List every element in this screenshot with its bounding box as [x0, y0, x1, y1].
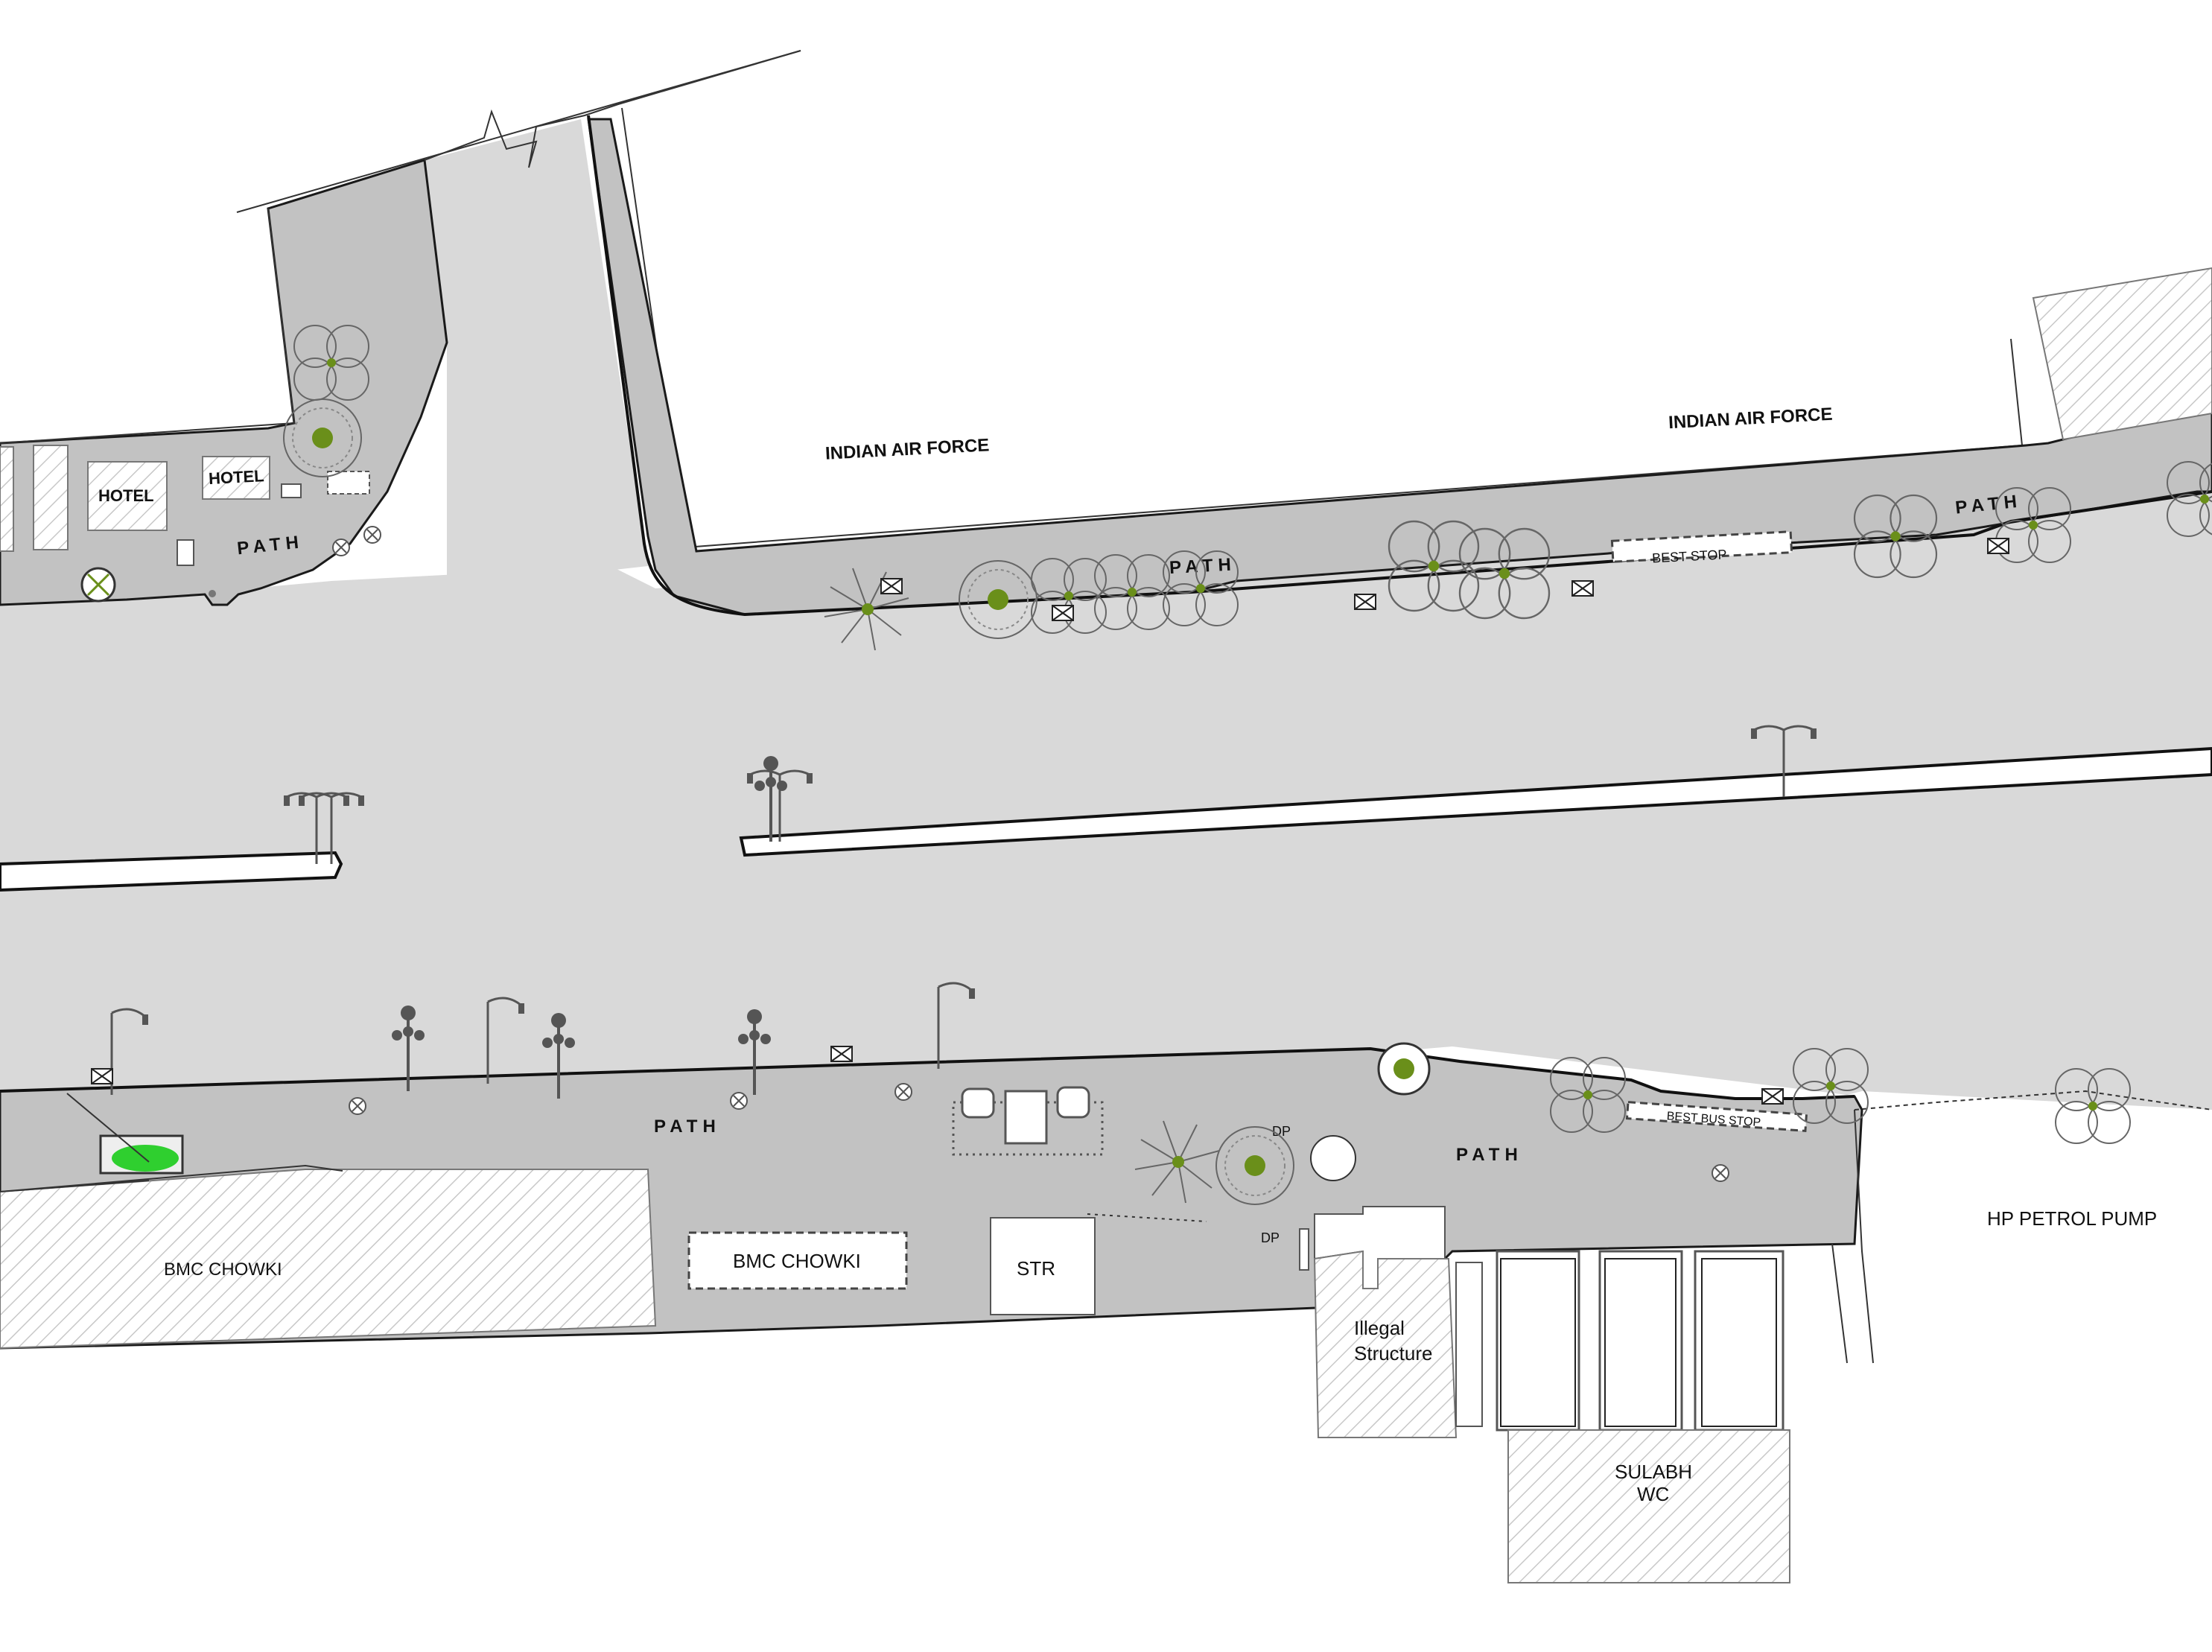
petrol-pump-boundary	[1831, 1243, 1848, 1364]
sulabh-cubicle-3	[1694, 1250, 1784, 1432]
meter-box-icon	[91, 1068, 113, 1084]
hotel-building-2	[202, 456, 270, 500]
path-label: PATH	[1169, 554, 1236, 578]
tree-icon	[80, 567, 116, 603]
round-tank	[1310, 1135, 1356, 1181]
dp-box	[1299, 1228, 1309, 1271]
meter-box-icon	[1354, 594, 1376, 610]
manhole-icon	[363, 526, 381, 544]
meter-box-icon	[1571, 580, 1594, 597]
petrol-pump-boundary	[1854, 1109, 1874, 1364]
illegal-structure-label-line2: Structure	[1354, 1342, 1433, 1365]
hp-petrol-pump-label: HP PETROL PUMP	[1987, 1207, 2157, 1230]
meter-box-icon	[1761, 1088, 1784, 1105]
path-label: PATH	[654, 1116, 721, 1137]
north-approach-road	[425, 119, 648, 588]
sulabh-wall	[1455, 1262, 1483, 1427]
bmc-chowki-small	[687, 1231, 908, 1290]
juice-center	[327, 471, 370, 495]
sulabh-cubicle-inner	[1500, 1258, 1576, 1427]
meter-box-icon	[1052, 605, 1074, 621]
hatched-plot-right	[2032, 267, 2212, 441]
hatched-plot	[0, 446, 14, 552]
sulabh-cubicle-2	[1598, 1250, 1683, 1432]
dp-label: DP	[1272, 1124, 1291, 1139]
bmc-chowki-building	[0, 1169, 657, 1350]
post	[209, 590, 216, 597]
sulabh-cubicle-inner	[1701, 1258, 1777, 1427]
boundary-dashed	[1854, 1090, 2212, 1111]
hatched-plot	[33, 445, 69, 550]
sulabh-cubicle-1	[1496, 1250, 1580, 1432]
sulabh-cubicle-inner	[1604, 1258, 1677, 1427]
indian-air-force-label-right: INDIAN AIR FORCE	[1668, 404, 1834, 433]
bmc-chowki-label-large: BMC CHOWKI	[164, 1259, 282, 1280]
boundary-line	[0, 1164, 343, 1192]
carriageway	[0, 477, 2212, 1110]
boundary-fence	[0, 208, 296, 444]
railing-line	[1087, 1213, 1207, 1222]
hotel-label-1: HOTEL	[98, 486, 154, 505]
path-label: PATH	[1456, 1145, 1523, 1165]
manhole-icon	[894, 1083, 912, 1101]
dp-label: DP	[1261, 1230, 1280, 1245]
bmc-chowki-label-small: BMC CHOWKI	[733, 1250, 861, 1272]
meter-box-icon	[880, 578, 903, 594]
meter-box-icon	[1987, 538, 2009, 554]
best-stop-shelter	[1610, 530, 1793, 563]
tree-icon	[1377, 1042, 1431, 1096]
sulabh-label-line1: SULABH	[1615, 1461, 1692, 1483]
manhole-icon	[349, 1097, 366, 1115]
bollard	[177, 539, 194, 566]
indian-air-force-label-left: INDIAN AIR FORCE	[824, 435, 990, 464]
meter-box-icon	[830, 1046, 853, 1062]
hotel-building-1	[87, 461, 168, 531]
best-bus-stop-shelter	[1625, 1101, 1808, 1132]
str-label: STR	[1017, 1257, 1055, 1280]
median-right	[739, 746, 2212, 857]
break-line	[424, 50, 801, 168]
planter-box	[1004, 1090, 1048, 1145]
sulabh-wc-building	[1507, 1429, 1790, 1583]
kiosk	[281, 483, 302, 498]
illegal-structure	[1313, 1250, 1458, 1438]
illegal-structure-label-line1: Illegal	[1354, 1317, 1405, 1339]
guide-line	[66, 1093, 150, 1163]
median-left	[0, 851, 343, 892]
manhole-icon	[332, 539, 350, 556]
planter-box	[1056, 1086, 1090, 1119]
sulabh-label-line2: WC	[1637, 1483, 1669, 1505]
air-force-boundary	[621, 107, 2024, 549]
manhole-icon	[1712, 1164, 1729, 1182]
hotel-label-2: HOTEL	[208, 466, 264, 488]
str-structure	[990, 1217, 1096, 1315]
manhole-icon	[730, 1092, 748, 1110]
footpath-top	[587, 118, 2212, 616]
planter-box	[961, 1087, 995, 1119]
